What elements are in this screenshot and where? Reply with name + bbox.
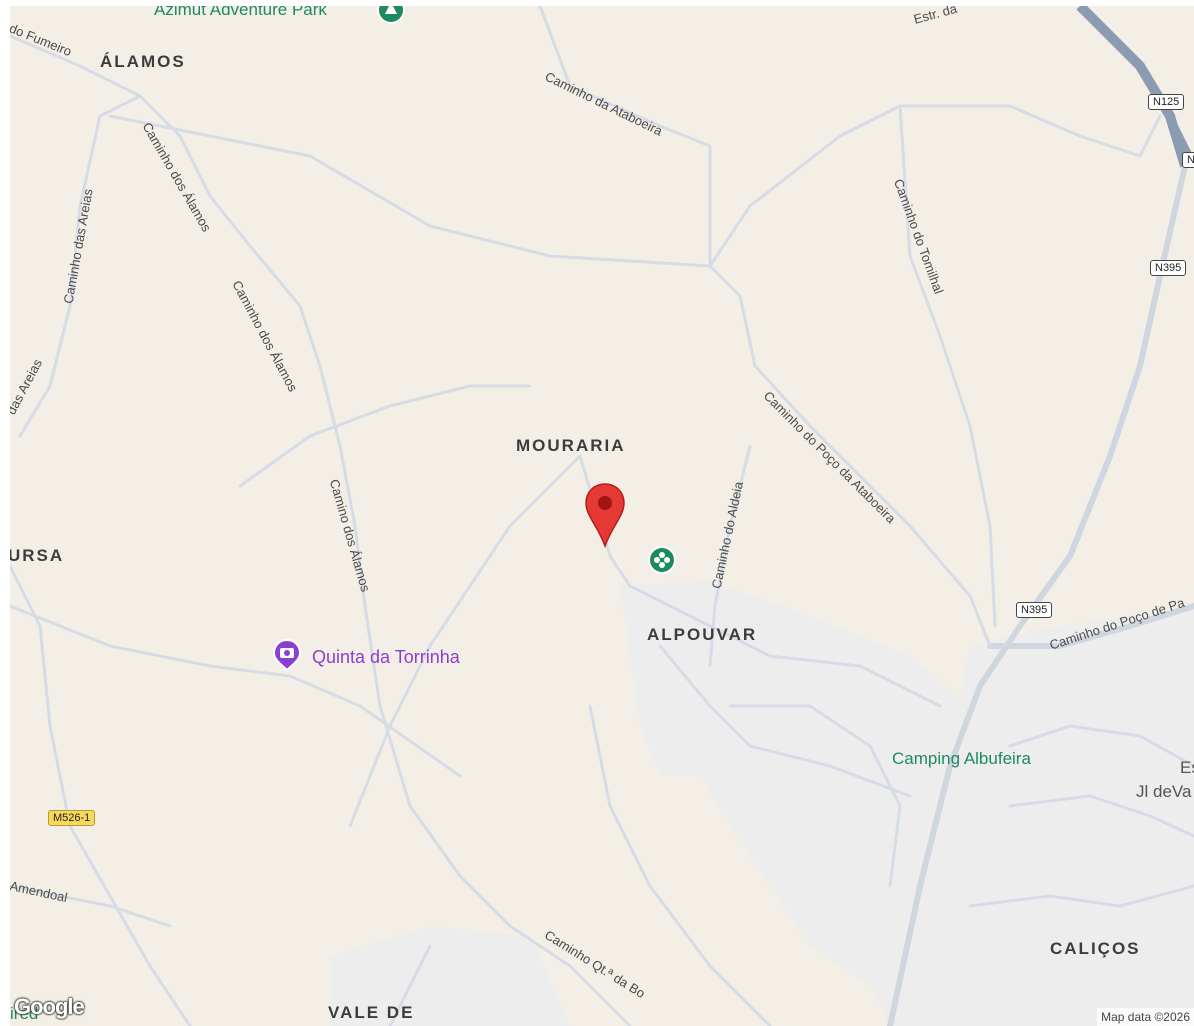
map-canvas[interactable]: ÁLAMOS MOURARIA URSA ALPOUVAR CALIÇOS VA… [10,6,1194,1026]
road-tomilhal [898,104,997,628]
poi-label-jl: Jl deVa [1136,782,1192,801]
route-shield-n: N [1182,152,1194,168]
route-shield-n395-mid: N395 [1016,602,1053,618]
route-shield-m526-1: M526-1 [48,810,96,826]
area-label-vale-de: VALE DE [328,1003,415,1022]
map-roads-layer [10,6,1194,1026]
road-north [708,104,1162,268]
poi-label-es: Es [1180,758,1194,777]
road-west [10,604,462,778]
road-southwest [348,454,582,828]
route-shield-n125: N125 [1148,94,1185,110]
road-urban-5 [1008,794,1194,838]
poi-label-camping[interactable]: Camping Albufeira [892,749,1031,768]
road-amendoal-lane [10,884,172,928]
road-central [108,114,992,648]
road-urban-3 [768,654,942,708]
poi-label-ired: ired [10,1004,39,1023]
road-urban-2 [728,704,902,888]
poi-label-azimut[interactable]: Azimut Adventure Park [154,6,327,19]
road-n395-east [987,603,1194,649]
road-vale [388,944,432,1026]
area-label-mouraria: MOURARIA [516,436,626,455]
road-south [588,704,772,1026]
road-caminho-areias [18,94,142,438]
road-mid [238,384,532,488]
road-urban-6 [968,884,1194,908]
road-urban-4 [1008,724,1194,768]
urban-area-vale [330,926,570,1026]
road-aldeia [708,444,752,668]
road-amendoal [10,564,192,1026]
area-label-calicos: CALIÇOS [1050,939,1141,958]
route-shield-n395-top: N395 [1150,260,1187,276]
area-label-alpouvar: ALPOUVAR [647,625,758,644]
map-attribution[interactable]: Map data ©2026 [1097,1008,1194,1026]
area-label-ursa: URSA [10,546,65,565]
google-logo[interactable]: Google [14,994,85,1019]
road-n395 [887,163,1188,1026]
road-caminho-alamos [10,34,632,1026]
road-ataboeira [538,6,712,268]
urban-area-camping [940,606,1194,906]
area-label-alamos: ÁLAMOS [100,52,186,71]
road-urban-1 [658,644,912,798]
poi-label-quinta-torrinha[interactable]: Quinta da Torrinha [312,647,460,667]
highway-a22 [1076,6,1190,168]
